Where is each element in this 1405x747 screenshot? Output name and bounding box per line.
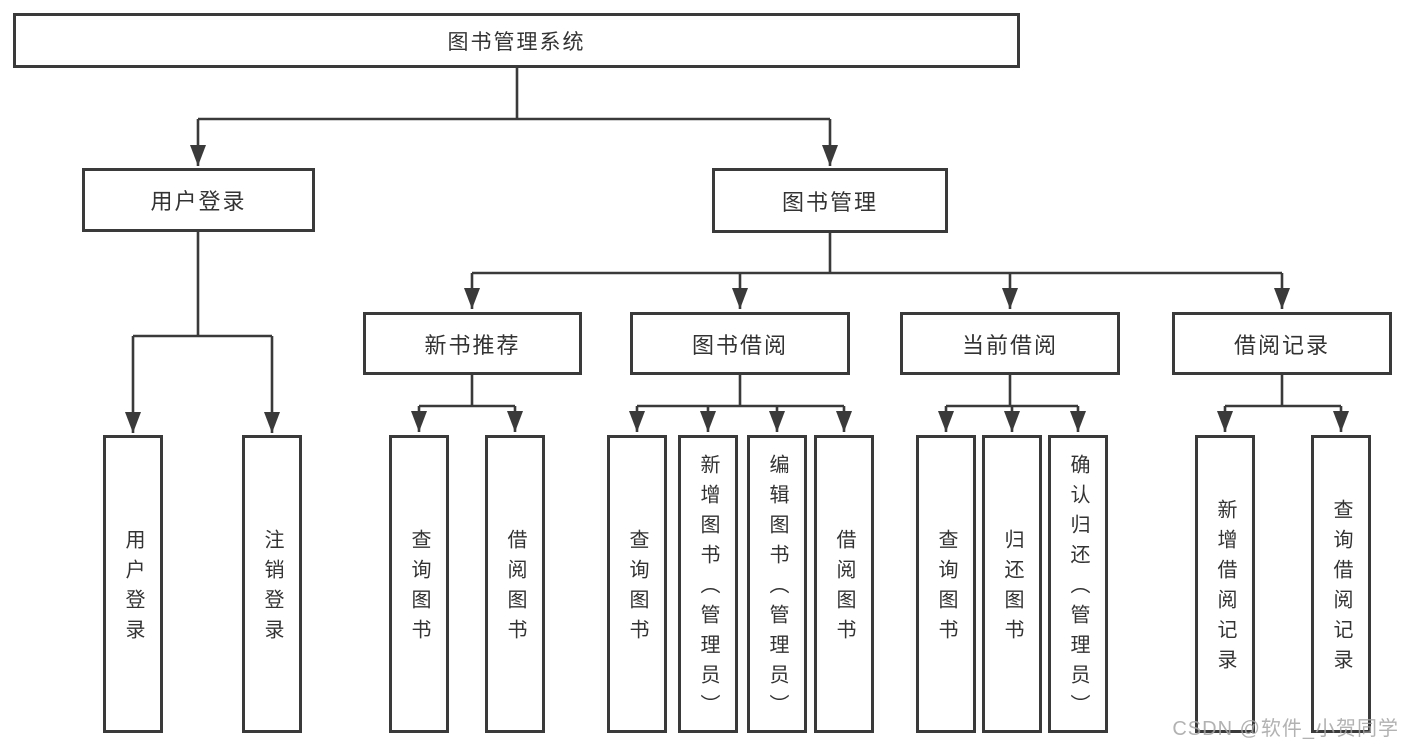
node-borrow-records: 借阅记录 [1172,312,1392,375]
node-label: 借阅记录 [1233,332,1330,358]
node-query-borrow-record: 查询借阅记录 [1311,435,1371,733]
node-add-borrow-record: 新增借阅记录 [1195,435,1255,733]
node-current-borrow: 当前借阅 [900,312,1120,375]
node-label: 查询图书 [408,529,430,649]
watermark: CSDN @软件_小贺同学 [1172,718,1399,740]
node-label: 确认归还（管理员） [1067,454,1089,724]
node-book-borrow: 图书借阅 [630,312,850,375]
node-label: 当前借阅 [961,332,1058,358]
node-label: 图书借阅 [691,332,788,358]
node-edit-books-admin: 编辑图书（管理员） [747,435,807,733]
node-label: 查询借阅记录 [1330,499,1352,679]
node-confirm-return-admin: 确认归还（管理员） [1048,435,1108,733]
node-library-system: 图书管理系统 [13,13,1020,68]
node-borrow-books-1: 借阅图书 [485,435,545,733]
node-label: 用户登录 [122,529,144,649]
node-label: 查询图书 [626,529,648,649]
node-query-books-2: 查询图书 [607,435,667,733]
node-query-books-1: 查询图书 [389,435,449,733]
node-label: 新书推荐 [424,332,521,358]
node-label: 新增图书（管理员） [697,454,719,724]
node-label: 图书管理 [781,189,878,215]
node-label: 用户登录 [150,189,247,214]
node-label: 新增借阅记录 [1214,499,1236,679]
node-label: 借阅图书 [504,529,526,649]
node-add-books-admin: 新增图书（管理员） [678,435,738,733]
node-label: 查询图书 [935,529,957,649]
node-label: 借阅图书 [833,529,855,649]
node-logout-leaf: 注销登录 [242,435,302,733]
node-borrow-books-2: 借阅图书 [814,435,874,733]
node-label: 图书管理系统 [447,30,586,54]
node-book-management: 图书管理 [712,168,948,233]
node-return-books: 归还图书 [982,435,1042,733]
node-label: 注销登录 [261,529,283,649]
node-user-login-leaf: 用户登录 [103,435,163,733]
node-new-book-recommend: 新书推荐 [363,312,582,375]
node-user-login: 用户登录 [82,168,315,232]
node-query-books-3: 查询图书 [916,435,976,733]
node-label: 编辑图书（管理员） [766,454,788,724]
node-label: 归还图书 [1001,529,1023,649]
